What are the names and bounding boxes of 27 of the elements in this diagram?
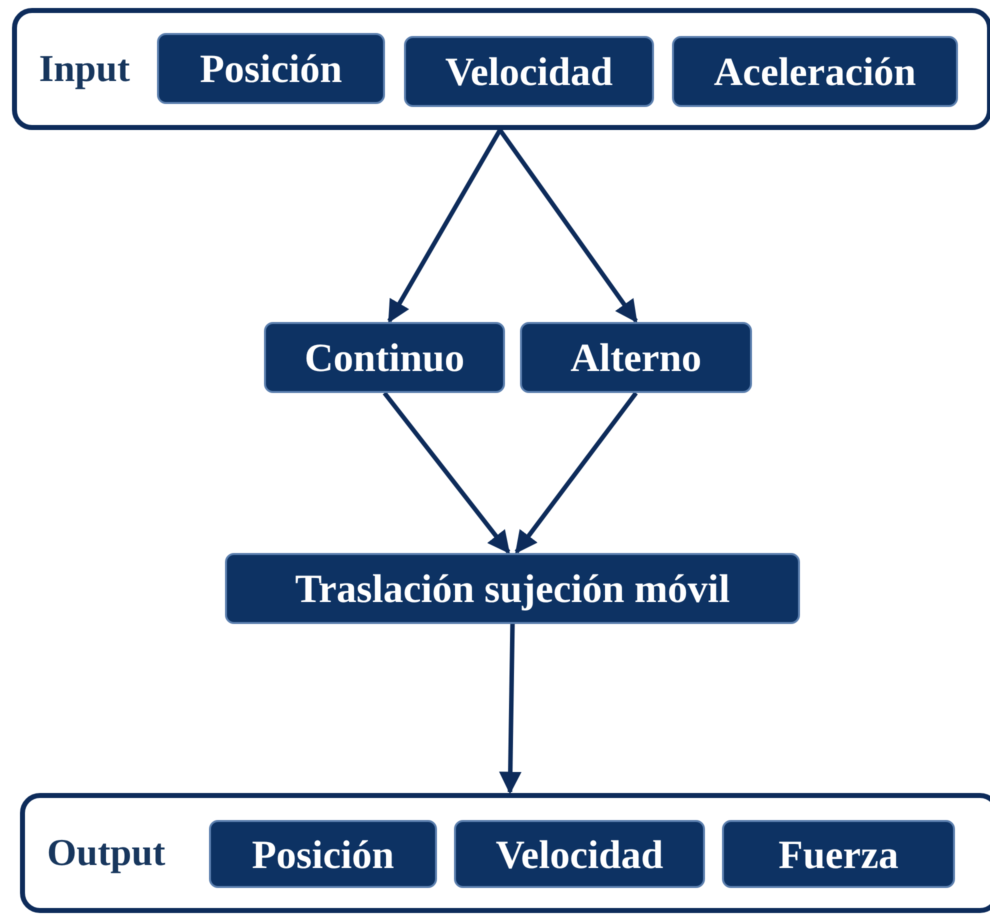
arrow: [382, 392, 510, 554]
process-box: [404, 36, 654, 107]
box-label: Posición: [252, 830, 394, 878]
process-box: [264, 322, 505, 393]
process-box: [672, 36, 958, 107]
process-box: [722, 820, 955, 888]
group-label: Input: [39, 47, 130, 91]
group-label: Output: [47, 831, 166, 875]
box-label: Velocidad: [445, 48, 613, 95]
box-label: Fuerza: [778, 830, 898, 878]
box-label: Aceleración: [714, 48, 916, 95]
box-label: Continuo: [304, 334, 465, 381]
group-panel: [20, 793, 990, 913]
process-box: [454, 820, 705, 888]
process-box: [225, 553, 800, 624]
arrow: [514, 392, 638, 554]
box-label: Posición: [200, 45, 342, 92]
arrow: [498, 128, 638, 323]
box-label: Velocidad: [496, 830, 664, 878]
process-box: [209, 820, 437, 888]
arrow: [499, 624, 522, 794]
box-label: Alterno: [570, 334, 702, 381]
process-box: [157, 33, 385, 104]
group-panel: [12, 8, 990, 130]
arrow: [387, 128, 502, 323]
process-box: [520, 322, 752, 393]
box-label: Traslación sujeción móvil: [295, 565, 730, 612]
